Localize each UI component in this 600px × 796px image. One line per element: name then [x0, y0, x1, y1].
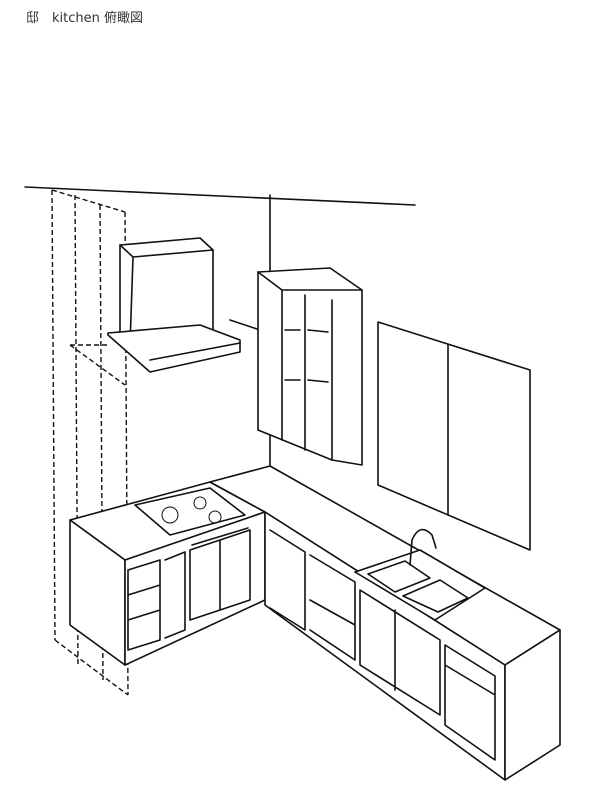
sink	[354, 528, 486, 621]
wall-cabinet	[257, 267, 363, 466]
drawing-title: 邸 kitchen 俯瞰図	[26, 11, 143, 26]
ceiling-line	[24, 186, 416, 206]
range-hood	[107, 237, 261, 373]
window	[377, 321, 531, 551]
dashed-column	[51, 189, 129, 696]
stove-counter	[69, 481, 266, 666]
